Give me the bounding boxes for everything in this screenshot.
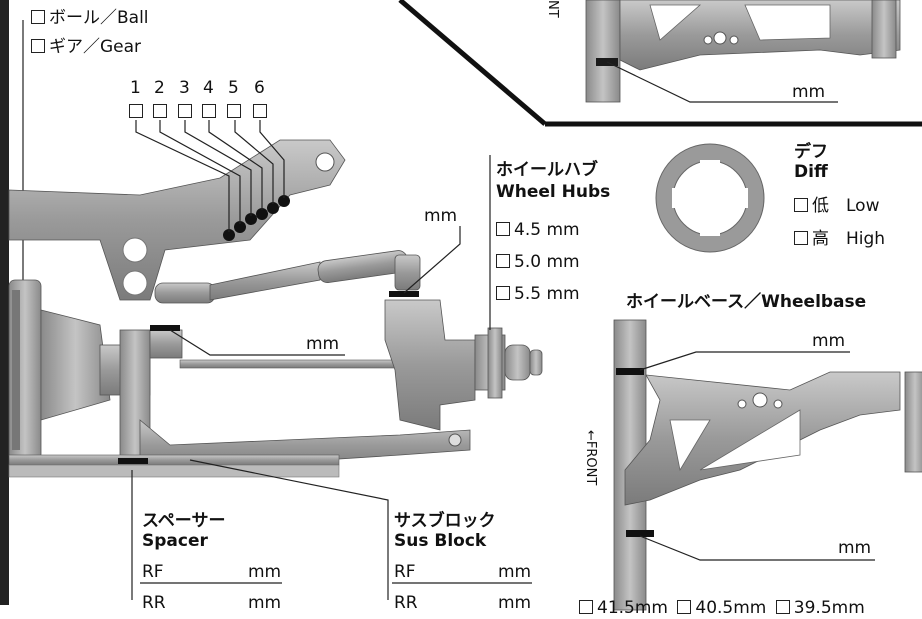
camber-checkbox-6[interactable] [253,104,267,118]
wheel-hub-option-1[interactable]: 4.5 mm [496,220,580,240]
camber-position-selector: 1 2 3 4 5 6 [126,78,286,122]
wheelbase-front-label: ←FRONT [583,430,598,486]
camber-num-4: 4 [203,78,214,98]
wheel-hubs-title-en: Wheel Hubs [496,182,611,202]
spacer-title-en: Spacer [142,531,208,551]
top-inset-unit: mm [792,82,826,102]
sus-block-rr-label: RR [394,593,418,613]
wheelbase-options: 41.5mm 40.5mm 39.5mm [579,598,865,618]
wheel-hub-checkbox[interactable] [496,254,510,268]
wheelbase-checkbox[interactable] [677,600,692,614]
diff-high-option[interactable]: 高 High [794,229,885,249]
camber-checkbox-4[interactable] [202,104,216,118]
spacer-rf-label: RF [142,562,164,582]
sus-block-rr-unit: mm [498,593,532,613]
top-inset-panel [398,0,922,127]
sus-block-title-jp: サスブロック [394,511,496,531]
spacer-rr-unit: mm [248,593,282,613]
diff-title-jp: デフ [794,142,828,162]
upper-spacer-unit: mm [306,334,340,354]
diff-low-checkbox[interactable] [794,198,808,212]
leader-lines [131,120,491,600]
camber-num-2: 2 [154,78,165,98]
wheelbase-option-1[interactable]: 41.5mm [579,598,668,618]
camber-checkbox-3[interactable] [178,104,192,118]
sus-block-title-en: Sus Block [394,531,487,551]
sus-block-rf-label: RF [394,562,416,582]
wheel-hubs-title-jp: ホイールハブ [496,160,598,180]
wheel-hub-option-3[interactable]: 5.5 mm [496,284,580,304]
diff-gear-option[interactable]: ギア／Gear [31,37,141,57]
top-inset-front-label: NT [545,0,560,18]
wheelbase-checkbox[interactable] [579,600,593,614]
camber-checkbox-2[interactable] [153,104,167,118]
camber-num-3: 3 [179,78,190,98]
wheelbase-checkbox[interactable] [775,600,790,614]
spacer-title-jp: スペーサー [142,511,226,531]
ball-checkbox[interactable] [31,10,45,24]
hub-spacer-unit: mm [424,206,458,226]
wheel-hub-checkbox[interactable] [496,222,510,236]
camber-num-6: 6 [254,78,265,98]
diff-gear-icon [655,143,765,253]
wheelbase-top-unit: mm [812,331,846,351]
page-edge-bar [0,0,9,605]
wheelbase-drawing [603,319,922,611]
spacer-rr-label: RR [142,593,166,613]
gear-checkbox[interactable] [31,39,45,53]
diff-high-checkbox[interactable] [794,231,808,245]
wheel-hub-checkbox[interactable] [496,286,510,300]
rear-suspension-drawing [8,139,543,478]
sus-block-rf-unit: mm [498,562,532,582]
camber-checkbox-1[interactable] [129,104,143,118]
wheelbase-option-3[interactable]: 39.5mm [775,598,865,618]
camber-num-1: 1 [130,78,141,98]
camber-num-5: 5 [228,78,239,98]
wheelbase-title: ホイールベース／Wheelbase [626,292,867,312]
wheelbase-option-2[interactable]: 40.5mm [677,598,766,618]
diff-low-option[interactable]: 低 Low [794,196,879,216]
diff-title-en: Diff [794,162,828,182]
wheel-hub-option-2[interactable]: 5.0 mm [496,252,580,272]
wheelbase-bottom-unit: mm [838,538,872,558]
spacer-rf-unit: mm [248,562,282,582]
diff-ball-option[interactable]: ボール／Ball [31,8,149,28]
camber-checkbox-5[interactable] [227,104,241,118]
